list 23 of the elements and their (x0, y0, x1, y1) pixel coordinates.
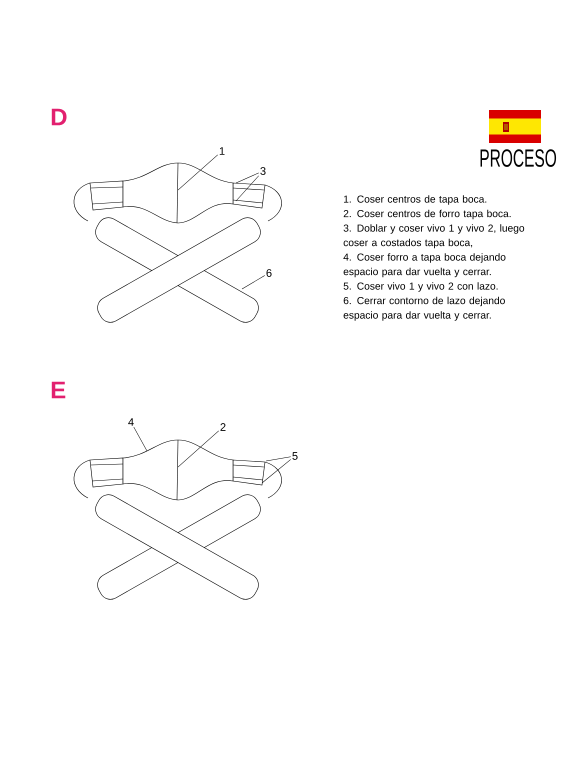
section-letter: D (52, 108, 67, 126)
callout-number: 1 (220, 147, 225, 155)
callout-number: 2 (220, 423, 226, 431)
leader-line (236, 175, 259, 202)
step-text: 1. Coser centros de tapa boca. (344, 195, 486, 205)
step-text: 2. Coser centros de forro tapa boca. (344, 210, 511, 220)
leader-line (178, 430, 219, 468)
step-text: 6. Cerrar contorno de lazo dejando espacio para dar vuelta y cerrar. (344, 296, 505, 321)
callout-number: 5 (292, 452, 298, 460)
step-text: 4. Coser forro a tapa boca dejando espacio para dar vuelta y cerrar. (343, 253, 506, 278)
step-text: 5. Coser vivo 1 y vivo 2 con lazo. (344, 282, 498, 292)
leader-line (236, 172, 259, 184)
leader-line (262, 459, 291, 484)
heading: PROCESO (480, 149, 556, 167)
leader-line (178, 154, 218, 190)
step-text: 3. Doblar y coser vivo 1 y vivo 2, luego coser a costados tapa boca, (344, 224, 524, 248)
leader-line (242, 275, 265, 290)
callout-number: 4 (128, 418, 134, 426)
leader-line (134, 426, 148, 452)
callout-number: 6 (266, 269, 272, 277)
section-letter: E (52, 382, 66, 398)
callout-number: 3 (260, 167, 266, 175)
leader-line (266, 456, 291, 462)
